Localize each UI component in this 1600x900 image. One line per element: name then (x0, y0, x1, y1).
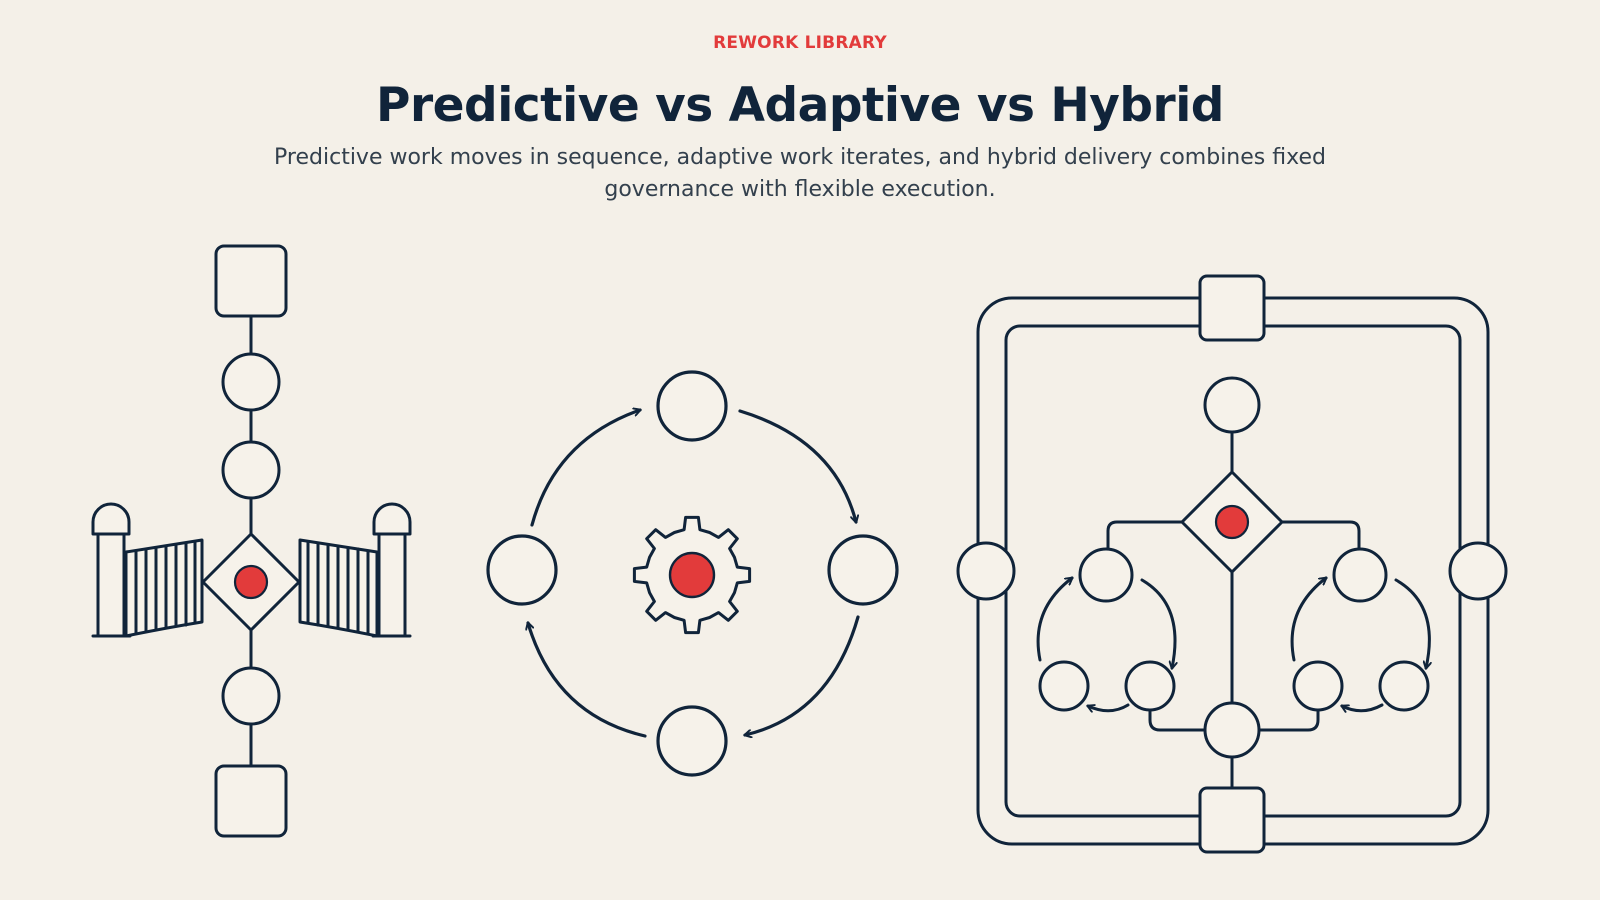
adaptive-diagram (486, 370, 899, 777)
left-loop-node-right (1124, 660, 1176, 712)
cycle-arrow-bottom-left (528, 623, 647, 738)
hybrid-decision-dot (1214, 504, 1250, 540)
predictive-diagram (91, 244, 412, 838)
left-loop-node-left (1038, 660, 1090, 712)
right-loop-node-right (1378, 660, 1430, 712)
right-gate-icon (298, 502, 412, 638)
page-subtitle: Predictive work moves in sequence, adapt… (274, 145, 1326, 202)
hybrid-diagram (956, 274, 1508, 854)
decision-dot (233, 564, 269, 600)
gear-center-dot (668, 551, 716, 599)
right-loop-node-top (1332, 547, 1388, 603)
left-loop-node-top (1078, 547, 1134, 603)
phase-node-2 (221, 440, 281, 500)
page-title: Predictive vs Adaptive vs Hybrid (376, 78, 1224, 133)
start-milestone-box (214, 244, 288, 318)
right-loop-node-left (1292, 660, 1344, 712)
gear-icon (632, 515, 752, 635)
frame-gate-bottom (1198, 786, 1266, 854)
iteration-node-right (827, 534, 899, 606)
left-sprint-loop (1036, 547, 1176, 712)
iteration-node-left (486, 534, 558, 606)
cycle-arrow-top-left (530, 410, 640, 527)
left-gate-icon (91, 502, 204, 638)
phase-node-3 (221, 666, 281, 726)
eyebrow-label: REWORK LIBRARY (713, 33, 887, 53)
cycle-arrow-bottom-right (745, 615, 860, 735)
phase-node-1 (221, 352, 281, 412)
hybrid-connectors (1106, 430, 1361, 790)
iteration-node-top (656, 370, 728, 442)
hybrid-merge-node (1203, 701, 1261, 759)
cycle-arrow-top-right (738, 409, 856, 522)
frame-gate-top (1198, 274, 1266, 342)
iteration-node-bottom (656, 705, 728, 777)
frame-node-right (1448, 541, 1508, 601)
end-milestone-box (214, 764, 288, 838)
hybrid-start-node (1203, 376, 1261, 434)
right-sprint-loop (1290, 547, 1430, 712)
frame-node-left (956, 541, 1016, 601)
